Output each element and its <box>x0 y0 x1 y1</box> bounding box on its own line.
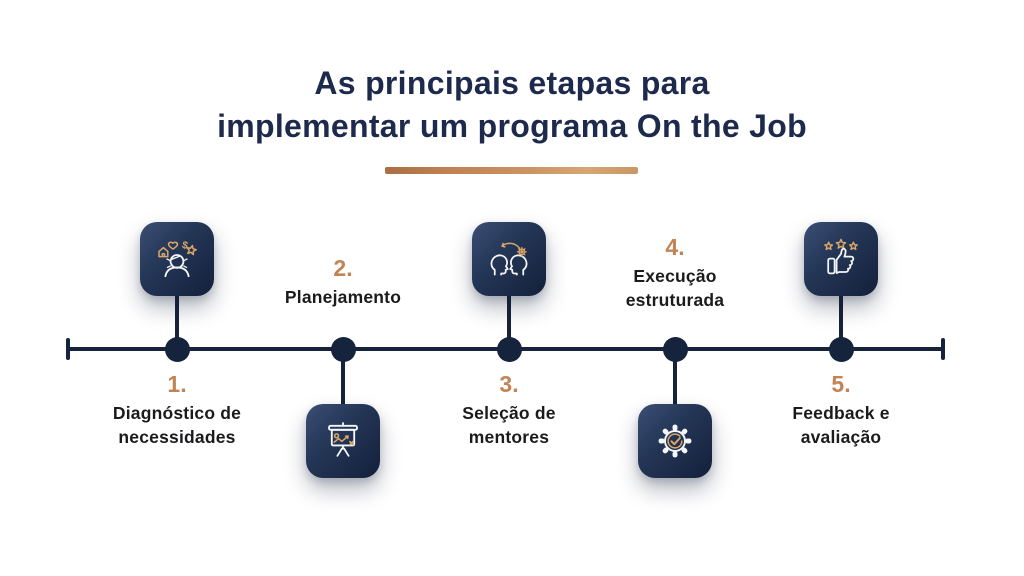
timeline-dot <box>662 336 688 362</box>
structured-execution-card <box>638 404 712 478</box>
thumbs-up-stars-icon <box>824 238 858 275</box>
step-label-line2: estruturada <box>625 290 725 310</box>
timeline-dot <box>496 336 522 362</box>
step-label-block: 5. Feedback e avaliação <box>726 370 956 449</box>
step-label-line2: mentores <box>468 427 550 447</box>
page-title: As principais etapas para implementar um… <box>0 62 1024 148</box>
svg-text:$: $ <box>181 240 189 252</box>
presentation-strategy-icon <box>328 422 358 457</box>
step-label-line1: Planejamento <box>284 287 402 307</box>
planning-card <box>306 404 380 478</box>
gear-check-icon <box>658 424 692 458</box>
feedback-evaluation-card <box>804 222 878 296</box>
step-number: 5. <box>831 371 851 397</box>
step-label-block: 3. Seleção de mentores <box>394 370 624 449</box>
step-number: 4. <box>665 234 685 260</box>
step-label-line2: avaliação <box>800 427 882 447</box>
step-number: 3. <box>499 371 519 397</box>
connector-line <box>175 294 179 349</box>
timeline-dot <box>828 336 854 362</box>
step-number: 1. <box>167 371 187 397</box>
step-label-line1: Feedback e <box>792 403 890 423</box>
step-label-block: 4. Execução estruturada <box>560 233 790 312</box>
step-label-block: 1. Diagnóstico de necessidades <box>62 370 292 449</box>
connector-line <box>507 294 511 349</box>
mentor-selection-card <box>472 222 546 296</box>
connector-line <box>839 294 843 349</box>
title-underline-accent <box>385 167 638 174</box>
page-title-line2: implementar um programa On the Job <box>217 108 807 144</box>
mentor-exchange-icon <box>490 242 528 276</box>
connector-line <box>673 349 677 405</box>
connector-line <box>341 349 345 405</box>
timeline-dot <box>330 336 356 362</box>
step-label-line1: Seleção de <box>462 403 556 423</box>
page-title-line1: As principais etapas para <box>314 65 710 101</box>
person-needs-icon: $ <box>158 240 197 278</box>
step-label-line1: Execução <box>633 266 717 286</box>
step-label-line2: necessidades <box>118 427 236 447</box>
timeline-start-cap <box>66 338 70 360</box>
step-label-block: 2. Planejamento <box>228 254 458 309</box>
timeline-end-cap <box>941 338 945 360</box>
step-label-line1: Diagnóstico de <box>112 403 242 423</box>
timeline-dot <box>164 336 190 362</box>
needs-diagnosis-card: $ <box>140 222 214 296</box>
step-number: 2. <box>333 255 353 281</box>
